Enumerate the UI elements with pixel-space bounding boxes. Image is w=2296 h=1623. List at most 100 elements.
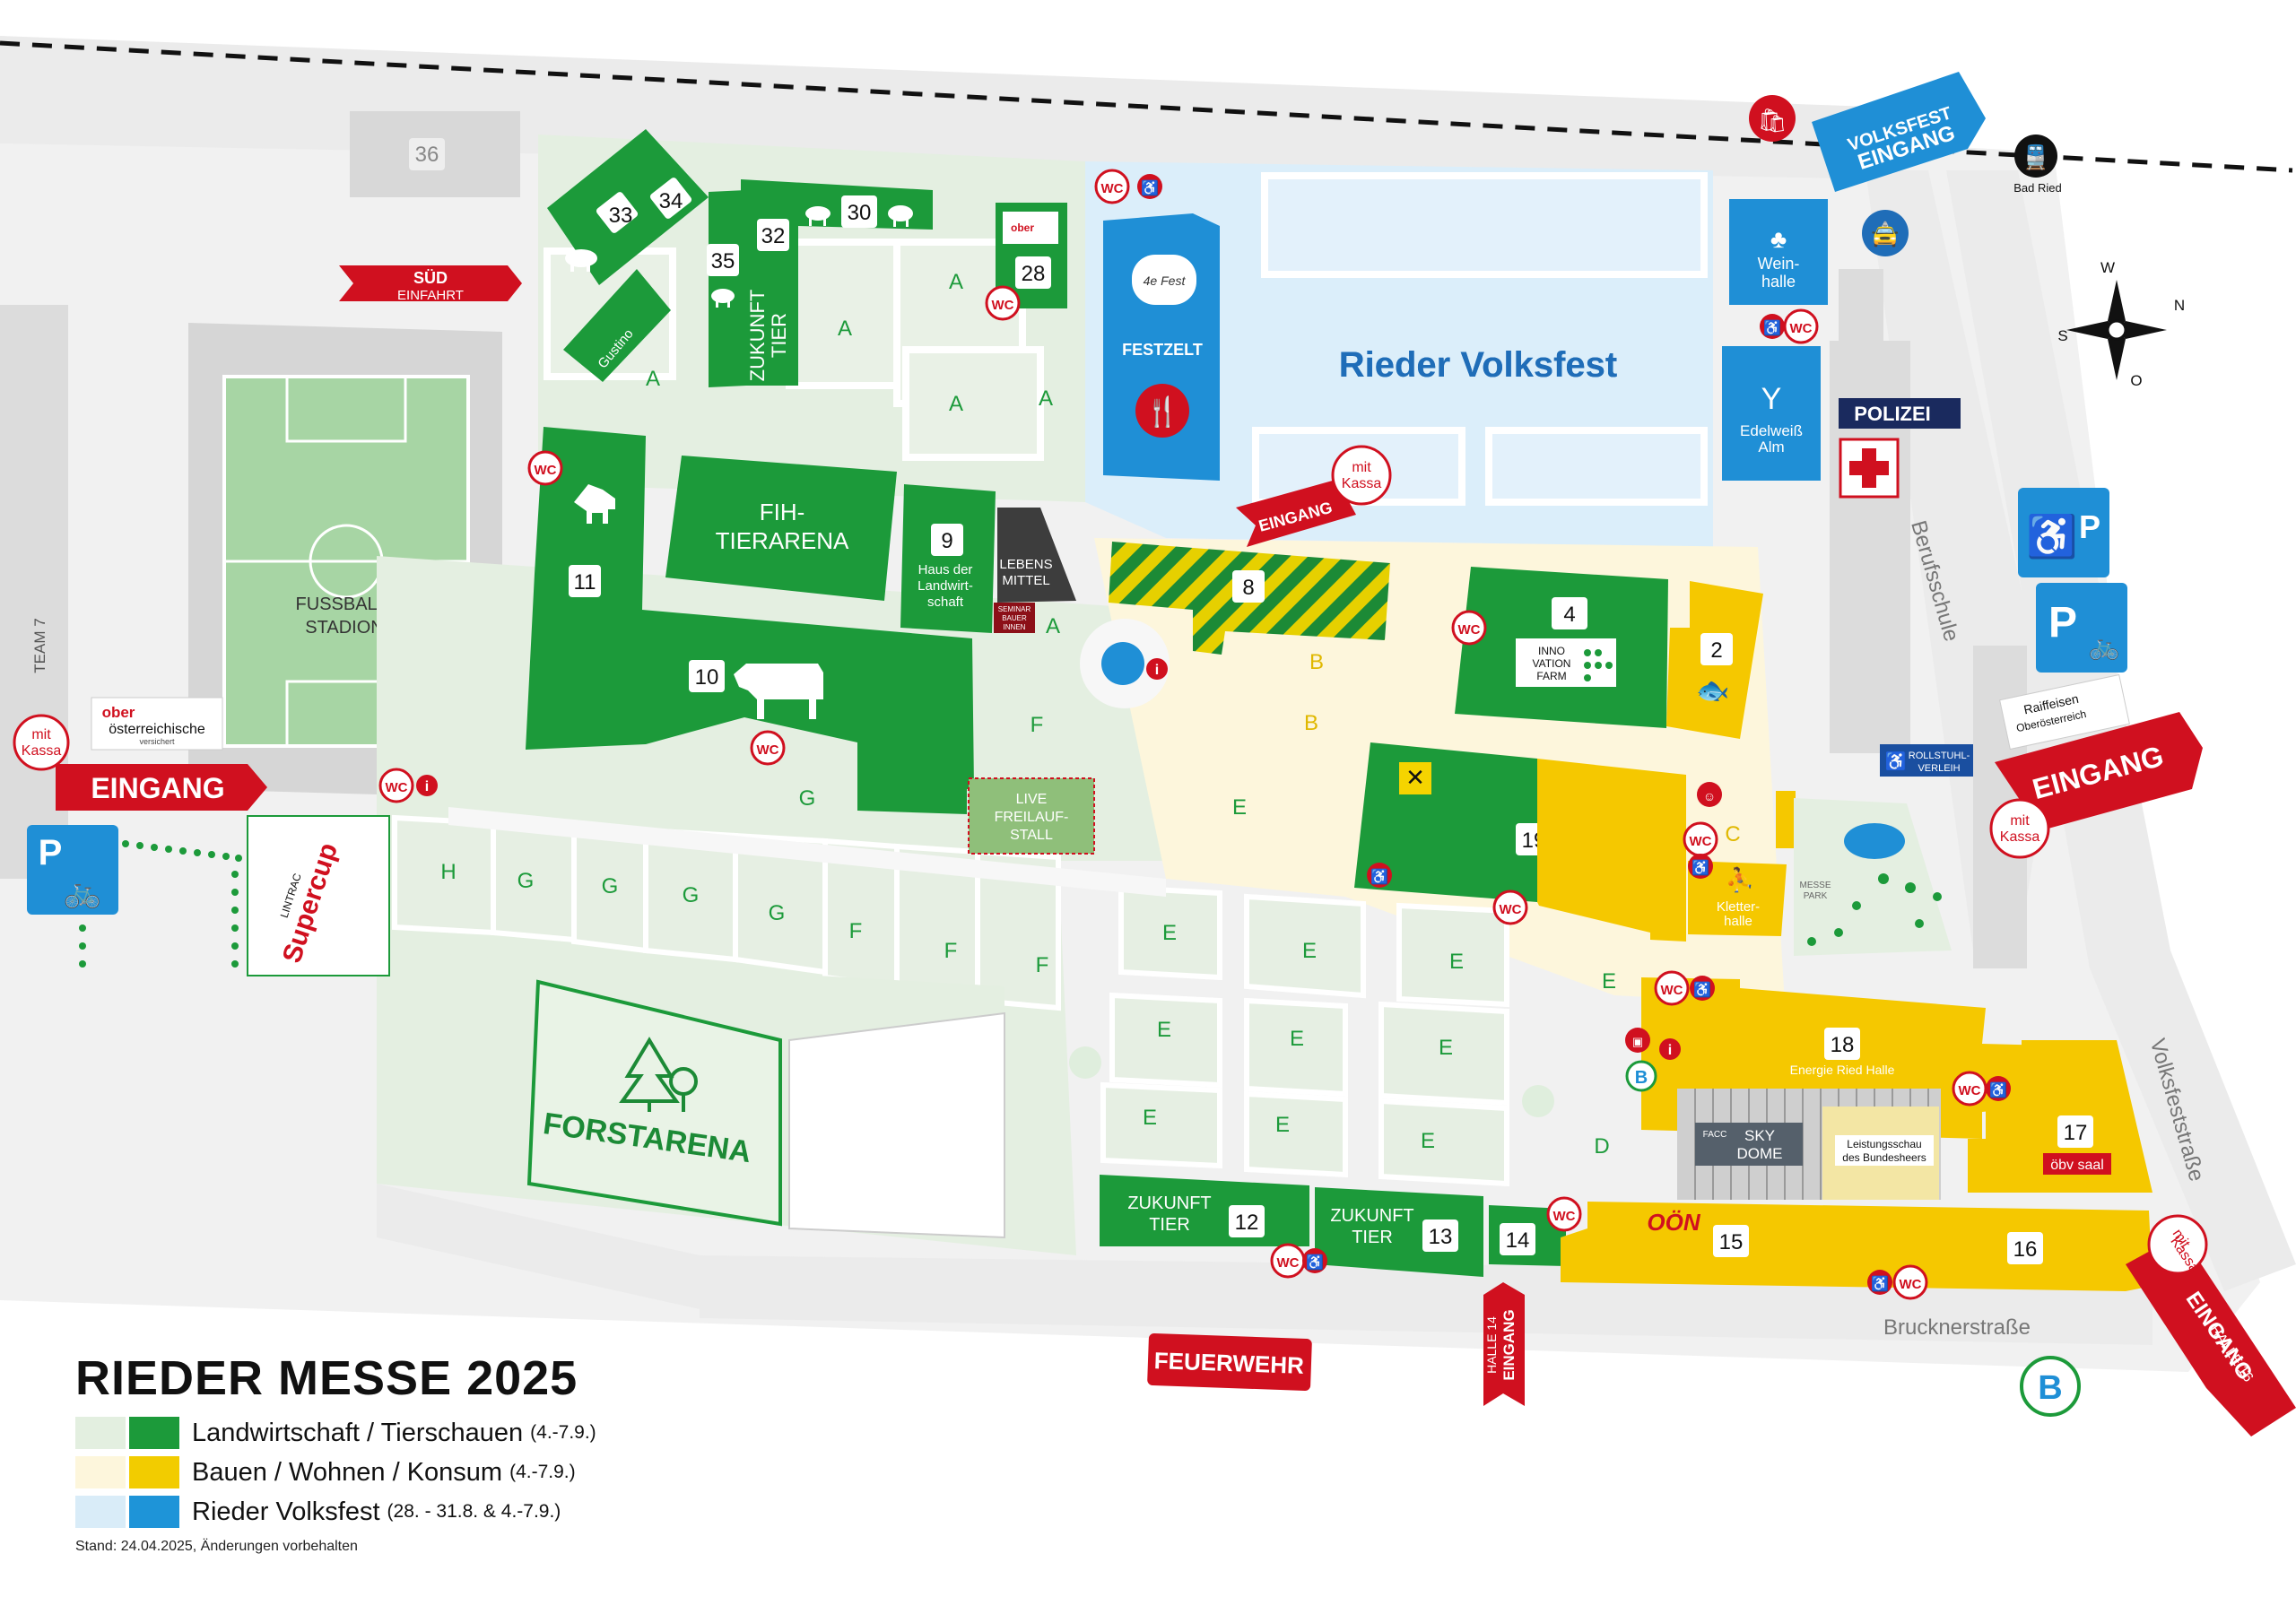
zukunft-tier-13-2: TIER: [1352, 1228, 1393, 1247]
seminar-label-3: INNEN: [1004, 623, 1026, 631]
parking-p-right-1: P: [2079, 508, 2100, 545]
hall-28-number: 28: [1022, 262, 1046, 286]
parking-bike-west[interactable]: [27, 825, 118, 915]
facc-skydome-sign: [1695, 1123, 1803, 1166]
hall-36-number: 36: [415, 143, 439, 167]
hall-34-number: 34: [659, 189, 683, 213]
hall-10-number: 10: [695, 665, 719, 690]
compass-s: S: [2057, 327, 2067, 344]
mit-kassa-east-2: Kassa: [2000, 829, 2040, 845]
messepark-label-2: PARK: [1804, 891, 1828, 901]
live-freilaufstall: [968, 777, 1095, 855]
sued-einfahrt-sign[interactable]: [339, 265, 522, 301]
zone-f-1: F: [1031, 713, 1044, 737]
festzelt-logo: [1132, 255, 1196, 305]
legend-swatch-light-blue: [75, 1496, 126, 1528]
bottom-road-west: [377, 1184, 700, 1309]
legend-swatch-green: [129, 1417, 179, 1449]
feuerwehr-label: FEUERWEHR: [1153, 1347, 1304, 1379]
leistungsschau-label-2: des Bundesheers: [1842, 1151, 1926, 1164]
eingang-east-sign[interactable]: [1995, 712, 2203, 839]
bike-icon-right: 🚲: [2089, 632, 2120, 661]
legend-dates-bauen: (4.-7.9.): [509, 1462, 576, 1482]
zone-a-1: A: [949, 270, 963, 294]
haus-der-landwirtschaft-1: Haus der: [918, 562, 973, 577]
team7-label: TEAM 7: [31, 618, 48, 673]
rieder-volksfest-title-front: Rieder Volksfest: [1339, 345, 1618, 385]
hall-4-number: 4: [1563, 603, 1575, 627]
wc-4: WC: [757, 742, 779, 758]
zukunft-tier-12-2: TIER: [1149, 1215, 1190, 1235]
zone-g-1: G: [799, 786, 816, 811]
grapes-icon: ♣: [1770, 225, 1787, 253]
wc-6: WC: [1458, 622, 1481, 638]
hall-13-number: 13: [1429, 1225, 1453, 1249]
zone-d-1: D: [1594, 1134, 1609, 1159]
hall-group-30-32-35: 32 30 35 ZUKUNFT TIER: [707, 179, 933, 387]
zone-g-3: G: [602, 874, 619, 898]
oebv-saal-badge: [2043, 1153, 2111, 1175]
eingang-west-sign[interactable]: [56, 764, 267, 811]
legend-label-volksfest: Rieder Volksfest: [192, 1497, 380, 1526]
legend-dates-landwirtschaft: (4.-7.9.): [530, 1422, 596, 1443]
sheep-icon: [888, 205, 913, 227]
live-label-3: STALL: [1010, 828, 1053, 843]
haus-der-landwirtschaft-2: Landwirt-: [918, 578, 973, 594]
live-label-1: LIVE: [1016, 792, 1048, 807]
legend-swatch-blue: [129, 1496, 179, 1528]
supercup-field: [247, 815, 390, 976]
hall-19-yellow: [1537, 759, 1686, 942]
goat-icon: [805, 206, 831, 226]
eingang-halle14-sign[interactable]: [1483, 1282, 1525, 1406]
map-title: RIEDER MESSE 2025: [75, 1351, 578, 1405]
mit-kassa-west-2: Kassa: [22, 743, 62, 759]
hall-17-number: 17: [2064, 1121, 2088, 1145]
accessible-icon-6: ♿: [1989, 1081, 2007, 1098]
zukunft-tier-32-line2: TIER: [768, 313, 790, 358]
parking-disabled-right[interactable]: [2018, 488, 2109, 577]
skydome-label-1: SKY: [1744, 1127, 1775, 1144]
zone-e-8: E: [1143, 1106, 1157, 1130]
forest-tree-icon: [619, 1037, 698, 1112]
eingang-festzelt-sign[interactable]: [1236, 477, 1356, 547]
b-logo-icon: [2020, 1356, 2081, 1417]
messepark-label-1: MESSE: [1799, 881, 1831, 890]
volksfest-eingang-sign[interactable]: [1812, 72, 1986, 192]
hall-36-badge: [409, 138, 445, 170]
mit-kassa-west-1: mit: [31, 727, 51, 742]
hall-2-number: 2: [1710, 638, 1722, 663]
raiffeisen-cross-19: ✕: [1405, 764, 1425, 791]
b-logo-icon-small: [1625, 1060, 1657, 1092]
fish-icon: 🐟: [1696, 676, 1729, 706]
disabled-icon-right: ♿: [2026, 513, 2077, 560]
zone-a-5: A: [646, 367, 660, 391]
zone-letters-yellow: B B C: [1304, 650, 1741, 846]
zone-e-9: E: [1275, 1113, 1290, 1137]
bundesheer-sign: [1835, 1135, 1934, 1166]
wc-1: WC: [1101, 181, 1124, 196]
hall-18-number: 18: [1831, 1033, 1855, 1057]
fih-tierarena-line2: TIERARENA: [716, 527, 849, 554]
hall-35-number: 35: [711, 249, 735, 273]
taxi-glyph: 🚖: [1871, 221, 1900, 247]
wc-9: WC: [1500, 902, 1522, 917]
eingang-west-label: EINGANG: [91, 772, 224, 804]
brucknerstrasse-label: Brucknerstraße: [1883, 1315, 2031, 1340]
horse-icon: [574, 484, 615, 524]
zukunft-tier-32-line1: ZUKUNFT: [746, 290, 769, 382]
hall-group-33-34: 33 34: [547, 129, 709, 285]
accessible-icon-3: ♿: [1370, 868, 1388, 885]
kletterhalle-label-1: Kletter-: [1717, 899, 1760, 915]
parking-bike-right[interactable]: [2036, 583, 2127, 673]
eingang-halle16-sign[interactable]: [2126, 1234, 2296, 1436]
zone-g-4: G: [683, 883, 700, 907]
accessible-icon-7: ♿: [1306, 1254, 1324, 1271]
wc-7: WC: [1790, 321, 1813, 336]
bad-ried-label: Bad Ried: [2013, 181, 2061, 195]
innovation-farm-2: VATION: [1533, 657, 1571, 670]
legend-label-bauen: Bauen / Wohnen / Konsum: [192, 1457, 503, 1487]
seminar-label-2: BAUER: [1002, 614, 1027, 622]
lebensmittel-label-2: MITTEL: [1002, 573, 1049, 588]
ooen-logo: OÖN: [1647, 1209, 1700, 1236]
parking-p-west: P: [39, 833, 63, 872]
